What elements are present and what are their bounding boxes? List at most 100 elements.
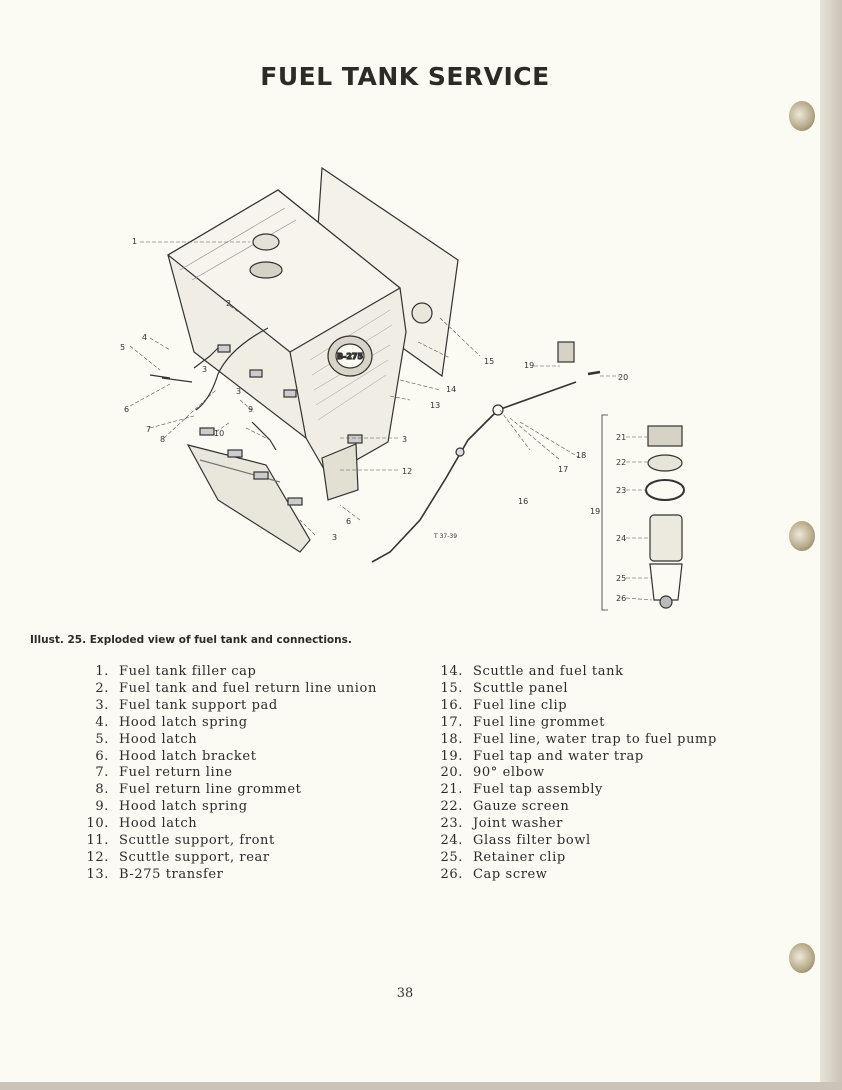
callout-1: 1 xyxy=(132,237,137,246)
part-number: 17. xyxy=(440,714,463,730)
callout-3c: 3 xyxy=(402,435,407,444)
parts-list-item: 9.Hood latch spring xyxy=(80,799,377,816)
callout-23: 23 xyxy=(616,486,626,495)
callout-8: 8 xyxy=(160,435,165,444)
parts-list-item: 12. Scuttle support, rear xyxy=(80,850,377,867)
callout-2: 2 xyxy=(226,299,231,308)
callout-3b: 3 xyxy=(202,365,207,374)
callout-5: 5 xyxy=(120,343,125,352)
callout-17: 17 xyxy=(558,465,568,474)
parts-list-item: 5. Hood latch xyxy=(80,732,377,749)
parts-list-right: 14. Scuttle and fuel tank 15.Scuttle panel… xyxy=(434,664,717,884)
part-name: Scuttle support, rear xyxy=(119,849,270,865)
parts-list-item: 23. Joint washer xyxy=(434,816,717,833)
parts-list-item: 13. B-275 transfer xyxy=(80,867,377,884)
part-name: Fuel tank support pad xyxy=(119,697,278,713)
parts-list-item: 2.Fuel tank and fuel return line union xyxy=(80,681,377,698)
parts-list-item: 24.Glass filter bowl xyxy=(434,833,717,850)
parts-list-item: 21. Fuel tap assembly xyxy=(434,782,717,799)
callout-3a: 3 xyxy=(236,387,241,396)
parts-list-item: 17. Fuel line grommet xyxy=(434,715,717,732)
parts-list-item: 6. Hood latch bracket xyxy=(80,749,377,766)
callout-12: 12 xyxy=(402,467,412,476)
parts-list-item: 11.Scuttle support, front xyxy=(80,833,377,850)
part-name: 90° elbow xyxy=(473,765,545,781)
parts-list-item: 1. Fuel tank filler cap xyxy=(80,664,377,681)
parts-list-item: 18.Fuel line, water trap to fuel pump xyxy=(434,732,717,749)
part-number: 12. xyxy=(86,849,109,865)
part-number: 13. xyxy=(86,866,109,882)
parts-list-item: 20. 90° elbow xyxy=(434,765,717,782)
part-number: 1. xyxy=(95,664,109,679)
part-number: 7. xyxy=(95,765,109,781)
page-bottom-edge xyxy=(0,1082,842,1090)
exploded-view-diagram: B-275 xyxy=(120,166,685,611)
part-number: 5. xyxy=(95,731,109,747)
part-name: Fuel return line grommet xyxy=(119,782,302,798)
part-name: Glass filter bowl xyxy=(473,833,591,849)
part-name: Fuel return line xyxy=(119,765,233,781)
parts-list-item: 19.Fuel tap and water trap xyxy=(434,749,717,766)
part-name: Hood latch spring xyxy=(119,799,248,815)
part-name: Hood latch xyxy=(119,816,198,832)
callout-26: 26 xyxy=(616,594,626,603)
part-number: 11. xyxy=(86,833,109,849)
callout-9: 9 xyxy=(248,405,253,414)
part-name: Fuel line grommet xyxy=(473,714,606,730)
part-name: Hood latch bracket xyxy=(119,748,257,764)
page-title: FUEL TANK SERVICE xyxy=(260,62,550,91)
part-name: Hood latch xyxy=(119,731,198,747)
callout-3d: 3 xyxy=(332,533,337,542)
part-name: Joint washer xyxy=(473,816,563,832)
callout-10: 10 xyxy=(214,429,224,438)
page-number: 38 xyxy=(396,986,414,1001)
part-name: Fuel tap assembly xyxy=(473,782,603,798)
manual-page: FUEL TANK SERVICE B-275 xyxy=(0,0,821,1082)
part-number: 23. xyxy=(440,816,463,832)
callout-21: 21 xyxy=(616,433,626,442)
part-number: 4. xyxy=(95,714,109,730)
part-name: Scuttle and fuel tank xyxy=(473,664,624,679)
part-name: Fuel line clip xyxy=(473,697,568,713)
parts-list-item: 22.Gauze screen xyxy=(434,799,717,816)
parts-list-item: 4. Hood latch spring xyxy=(80,715,377,732)
callout-25: 25 xyxy=(616,574,626,583)
parts-list-item: 10. Hood latch xyxy=(80,816,377,833)
parts-list-item: 26.Cap screw xyxy=(434,867,717,884)
part-number: 8. xyxy=(95,782,109,798)
parts-list-left: 1. Fuel tank filler cap 2.Fuel tank and fu… xyxy=(80,664,377,884)
part-name: Hood latch spring xyxy=(119,714,248,730)
callout-19a: 19 xyxy=(524,361,534,370)
page-edge xyxy=(820,0,842,1090)
part-name: B-275 transfer xyxy=(119,866,224,882)
tank-badge: B-275 xyxy=(337,352,364,361)
figure-caption: Illust. 25. Exploded view of fuel tank a… xyxy=(30,634,352,646)
part-number: 25. xyxy=(440,849,463,865)
part-name: Cap screw xyxy=(473,866,548,882)
part-number: 16. xyxy=(440,697,463,713)
part-name: Fuel tank and fuel return line union xyxy=(119,680,377,696)
callout-16: 16 xyxy=(518,497,528,506)
part-name: Fuel tap and water trap xyxy=(473,748,644,764)
callout-18: 18 xyxy=(576,451,586,460)
callout-15: 15 xyxy=(484,357,494,366)
part-number: 21. xyxy=(440,782,463,798)
binder-hole-top xyxy=(789,101,815,131)
part-number: 18. xyxy=(440,731,463,747)
callout-24: 24 xyxy=(616,534,626,543)
callout-6a: 6 xyxy=(124,405,129,414)
part-number: 20. xyxy=(440,765,463,781)
part-name: Scuttle panel xyxy=(473,680,569,696)
part-number: 6. xyxy=(95,748,109,764)
callout-4: 4 xyxy=(142,333,147,342)
callout-20: 20 xyxy=(618,373,628,382)
binder-hole-bottom xyxy=(789,943,815,973)
parts-list-item: 15.Scuttle panel xyxy=(434,681,717,698)
parts-list-item: 7. Fuel return line xyxy=(80,765,377,782)
part-name: Fuel tank filler cap xyxy=(119,664,257,679)
part-number: 10. xyxy=(86,816,109,832)
parts-list-item: 16. Fuel line clip xyxy=(434,698,717,715)
part-number: 14. xyxy=(440,664,463,679)
part-number: 22. xyxy=(440,799,463,815)
part-number: 3. xyxy=(95,697,109,713)
